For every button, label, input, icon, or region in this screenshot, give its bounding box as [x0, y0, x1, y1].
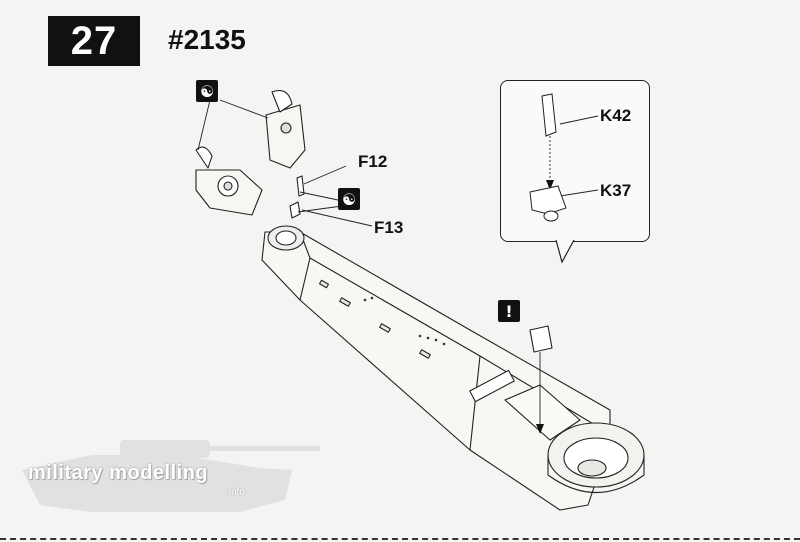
step-number: 27: [70, 18, 118, 63]
label-k42: K42: [600, 106, 632, 125]
step-number-box: 27: [48, 16, 140, 66]
label-f12: F12: [358, 152, 388, 171]
label-k37: K37: [600, 181, 632, 200]
small-fitting: [529, 325, 553, 353]
exclamation-icon: !: [498, 300, 520, 322]
part-k42: [541, 93, 557, 137]
part-number: #2135: [168, 24, 246, 55]
watermark-title: military modelling: [28, 462, 209, 484]
bracket-part: [265, 104, 306, 169]
yin-yang-icon: ☯: [196, 80, 218, 102]
label-f13: F13: [374, 218, 404, 237]
watermark-subtitle: .info: [226, 487, 245, 498]
part-k37: [529, 185, 567, 215]
yin-yang-icon: ☯: [338, 188, 360, 210]
page-cut-line: [0, 538, 800, 540]
